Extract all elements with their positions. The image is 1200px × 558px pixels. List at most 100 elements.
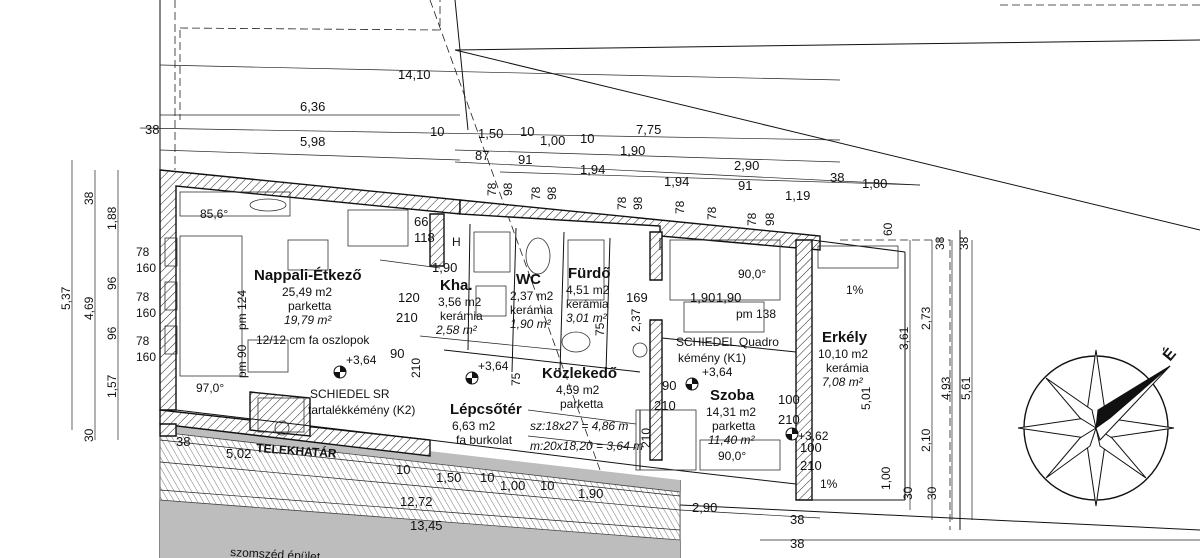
dim-top-11: 7,75 — [636, 122, 661, 137]
dim-bot-8: 1,90 — [578, 486, 603, 501]
dim-bot-2: 38 — [176, 434, 190, 449]
boundary-label: TELEKHATÁR — [256, 440, 338, 461]
note-chimney-k2-b: tartalékkémény (K2) — [308, 403, 415, 417]
note-angle-2: 97,0° — [196, 381, 224, 395]
note-stair-a: sz:18x27 = 4,86 m — [530, 419, 628, 433]
neighbor-label: szomszéd épület — [230, 545, 321, 558]
level-3: +3,64 — [702, 365, 733, 379]
dim-left-1: 5,37 — [59, 286, 73, 310]
north-compass: É — [1017, 344, 1181, 507]
room-szoba-floor: parketta — [712, 419, 756, 433]
room-kha-area: 3,56 m2 — [438, 295, 482, 309]
dim-left-8: 30 — [82, 428, 96, 442]
dim-inner-1: 78 — [485, 182, 499, 196]
dim-bot-5: 10 — [480, 470, 494, 485]
note-chimney-k1-a: SCHIEDEL Quadro — [676, 335, 779, 349]
room-erkely-area: 10,10 m2 — [818, 347, 868, 361]
dim-left-3: 38 — [82, 191, 96, 205]
dim-left-14: 160 — [136, 350, 156, 364]
room-szoba-area: 14,31 m2 — [706, 405, 756, 419]
room-lepcsoter-floor: fa burkolat — [456, 433, 513, 447]
bottom-dimensions: 5,02 38 10 1,50 10 1,00 10 1,90 12,72 13… — [159, 434, 821, 551]
room-wc-name: WC — [516, 271, 541, 288]
dim-left-12: 160 — [136, 306, 156, 320]
dim-inner-8: 78 — [705, 206, 719, 220]
dim-inner-15: 66 — [414, 214, 428, 229]
note-pm90: pm 90 — [235, 344, 249, 378]
dim-left-11: 78 — [136, 290, 150, 304]
dim-inner-23: 210 — [409, 358, 423, 378]
room-kozlekedo-name: Közlekedő — [542, 365, 617, 382]
left-dimensions: 5,37 4,69 38 1,88 96 96 1,57 30 78 160 7… — [59, 160, 156, 442]
dim-inner-6: 98 — [631, 196, 645, 210]
level-1: +3,64 — [346, 353, 377, 367]
dim-inner-4: 98 — [545, 186, 559, 200]
note-angle-1: 85,6° — [200, 207, 228, 221]
level-markers: +3,64 +3,64 +3,64 +3,62 — [333, 353, 829, 443]
note-stair-b: m:20x18,20 = 3,64 m — [530, 439, 643, 453]
room-kozlekedo-area: 4,59 m2 — [556, 383, 600, 397]
notes: 12/12 cm fa oszlopok SCHIEDEL SR tartalé… — [196, 207, 864, 491]
dim-inner-3: 78 — [529, 186, 543, 200]
dim-left-13: 78 — [136, 334, 150, 348]
furniture — [164, 191, 899, 471]
room-lepcsoter-area: 6,63 m2 — [452, 419, 496, 433]
note-pm138: pm 138 — [736, 307, 776, 321]
level-4: +3,62 — [798, 429, 829, 443]
dim-left-2: 4,69 — [82, 296, 96, 320]
dim-top-2: 6,36 — [300, 99, 325, 114]
dim-inner-32: 210 — [639, 428, 653, 448]
room-labels: Nappali-Étkező 25,49 m2 parketta 19,79 m… — [254, 265, 869, 447]
dim-top-16: 91 — [738, 178, 752, 193]
room-lepcsoter-name: Lépcsőtér — [450, 401, 522, 418]
room-kha-name: Kha. — [440, 277, 473, 294]
dim-inner-20: 2,37 — [629, 308, 643, 332]
dim-inner-19: 169 — [626, 290, 648, 305]
dim-top-15: 1,94 — [664, 174, 689, 189]
room-kha-net: 2,58 m² — [435, 323, 478, 337]
dim-top-9: 10 — [580, 131, 594, 146]
level-2: +3,64 — [478, 359, 509, 373]
dim-inner-24: 90 — [390, 346, 404, 361]
right-dimensions: 3,61 2,73 4,93 5,61 5,01 2,10 1,00 30 30… — [859, 222, 973, 520]
building-walls — [159, 169, 906, 501]
room-erkely-net: 7,08 m² — [822, 375, 864, 389]
dim-right-6: 2,10 — [919, 428, 933, 452]
note-chimney-k2-a: SCHIEDEL SR — [310, 387, 390, 401]
room-furdo-name: Fürdő — [568, 265, 611, 282]
dim-top-18: 1,19 — [785, 188, 810, 203]
dim-inner-17: 1,90 — [432, 260, 457, 275]
dim-right-4: 5,61 — [959, 376, 973, 400]
dim-bot-1: 5,02 — [226, 446, 251, 461]
dim-inner-5: 78 — [615, 196, 629, 210]
note-columns: 12/12 cm fa oszlopok — [256, 333, 370, 347]
dim-left-6: 96 — [105, 326, 119, 340]
dim-top-6: 1,50 — [478, 126, 503, 141]
room-wc-floor: kerámia — [510, 303, 553, 317]
dim-top-8: 1,00 — [540, 133, 565, 148]
dim-inner-31: 1,90 — [690, 290, 715, 305]
room-furdo-net: 3,01 m² — [566, 311, 608, 325]
note-angle-4: 90,0° — [718, 449, 746, 463]
dim-inner-25: 210 — [654, 398, 676, 413]
dim-right-3: 4,93 — [939, 376, 953, 400]
dim-inner-27: 210 — [778, 412, 800, 427]
compass-north-label: É — [1159, 344, 1181, 365]
room-wc-net: 1,90 m² — [510, 317, 552, 331]
dim-bot-7: 10 — [540, 478, 554, 493]
room-nappali-floor: parketta — [288, 299, 332, 313]
dim-left-4: 1,88 — [105, 206, 119, 230]
room-nappali-net: 19,79 m² — [284, 313, 332, 327]
dim-top-10: 1,90 — [620, 143, 645, 158]
dim-bot-4: 1,50 — [436, 470, 461, 485]
room-furdo-area: 4,51 m2 — [566, 283, 610, 297]
top-dimensions: 14,10 6,36 38 5,98 10 1,50 10 1,00 10 1,… — [139, 64, 921, 203]
dim-top-12: 87 — [475, 148, 489, 163]
dim-bot-11: 2,90 — [692, 500, 717, 515]
dim-inner-7: 78 — [673, 200, 687, 214]
room-furdo-floor: kerámia — [566, 297, 609, 311]
dim-right-8: 30 — [901, 486, 915, 500]
dim-inner-9: 78 — [745, 212, 759, 226]
dim-top-7: 10 — [520, 124, 534, 139]
dim-inner-29: 210 — [800, 458, 822, 473]
